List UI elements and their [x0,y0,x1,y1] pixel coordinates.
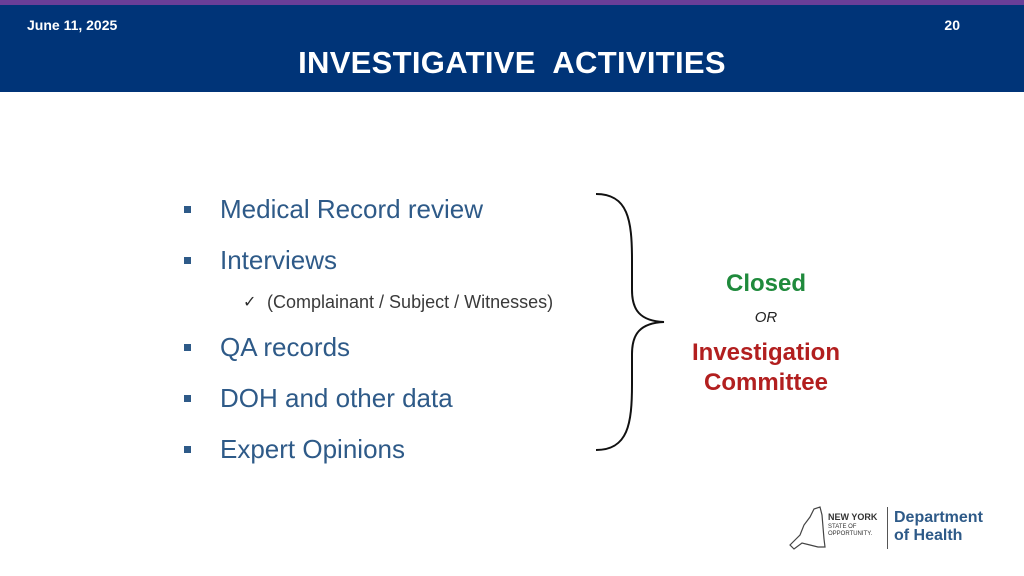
bullet-item: Expert Opinions [184,432,405,466]
bullet-text: Expert Opinions [220,433,405,464]
outcome-investigation-committee: Investigation Committee [676,338,856,398]
doh-logo-line2: of Health [894,527,963,544]
square-bullet-icon [184,445,191,453]
bullet-text: DOH and other data [220,382,453,413]
logo-divider [887,507,888,549]
checkmark-icon: ✓ [243,294,257,311]
slide-date: June 11, 2025 [27,17,118,33]
sub-bullet-item: ✓ (Complainant / Subject / Witnesses) [243,288,553,316]
square-bullet-icon [184,343,191,351]
ny-logo-line2: STATE OF [828,524,857,530]
outcome-investigation-line2: Committee [703,369,829,396]
bullet-item: QA records [184,330,350,364]
sub-bullet-text: (Complainant / Subject / Witnesses) [267,291,554,312]
nys-doh-logo: NEW YORK STATE OF OPPORTUNITY. Departmen… [788,503,988,555]
bullet-item: Interviews [184,243,337,277]
outcome-investigation-line1: Investigation [691,339,841,366]
bullet-item: DOH and other data [184,381,453,415]
square-bullet-icon [184,205,191,213]
ny-logo-subtext: STATE OF OPPORTUNITY. [828,524,872,538]
outcome-or: OR [754,309,778,326]
right-brace-icon [595,193,665,451]
square-bullet-icon [184,394,191,402]
bullet-text: Medical Record review [220,193,483,224]
bullet-item: Medical Record review [184,192,483,226]
slide-header: June 11, 2025 20 INVESTIGATIVE ACTIVITIE… [0,5,1024,92]
slide-title: INVESTIGATIVE ACTIVITIES [298,45,726,80]
bullet-text: Interviews [220,244,338,275]
outcome-closed: Closed [725,270,806,297]
doh-logo-line1: Department [894,509,983,526]
bullet-text: QA records [220,331,351,362]
ny-logo-line3: OPPORTUNITY. [828,531,873,537]
ny-logo-line1: NEW YORK [828,512,878,522]
accent-stripe [0,0,1024,5]
square-bullet-icon [184,256,191,264]
slide-page-number: 20 [944,17,960,33]
new-york-state-outline-icon [789,506,826,550]
